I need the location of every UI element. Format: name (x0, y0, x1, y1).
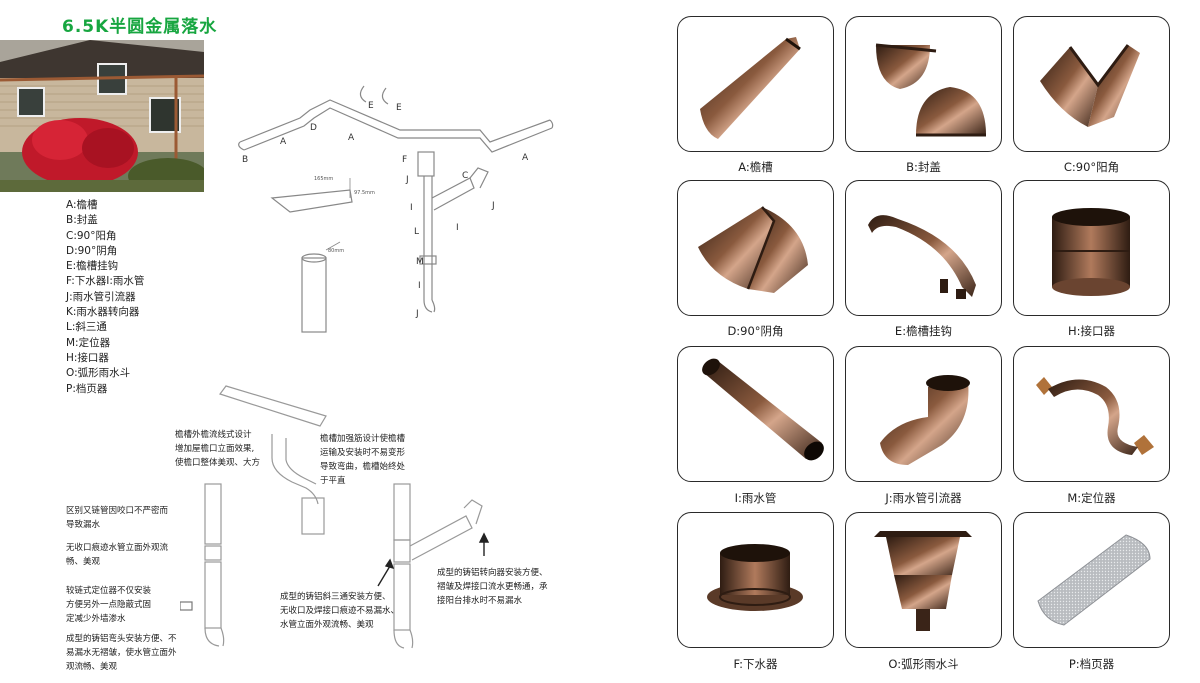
legend-item: K:雨水器转向器 (66, 306, 140, 319)
legend-item: E:檐槽挂钩 (66, 260, 119, 273)
end-cap-icon (875, 43, 986, 137)
diagram-label-a3: A (522, 153, 529, 163)
product-card-gutter-hook[interactable] (845, 180, 1002, 316)
house-photo (0, 40, 204, 192)
product-card-inside-corner[interactable] (677, 180, 834, 316)
product-card-end-cap[interactable] (845, 16, 1002, 152)
product-label: F:下水器 (733, 657, 778, 671)
outlet-icon (707, 544, 803, 611)
product-card-outlet[interactable] (677, 512, 834, 648)
elbow-icon (880, 375, 970, 465)
product-label: M:定位器 (1067, 491, 1116, 505)
legend-item: C:90°阳角 (66, 229, 117, 242)
diagram-label-j3: J (415, 309, 419, 319)
product-label: O:弧形雨水斗 (888, 657, 959, 671)
callout-joint: 无收口痕迹水管立面外观流畅、美观 (66, 543, 169, 567)
product-label: B:封盖 (906, 160, 941, 174)
inside-corner-icon (698, 206, 808, 293)
gutter-icon (700, 37, 801, 139)
diagram-label-j2: J (491, 201, 495, 211)
legend-item: P:档页器 (66, 382, 108, 395)
gutter-hook-icon (868, 215, 976, 299)
callout-tee: 成型的铸铝斜三通安装方便、无收口及焊接口痕迹不易漏水、水管立面外观流畅、美观 (280, 592, 400, 630)
legend-item: D:90°阴角 (66, 244, 118, 257)
product-card-outside-corner[interactable] (1013, 16, 1170, 152)
dimension-pipe: 80mm (328, 248, 344, 254)
legend-item: L:斜三通 (66, 321, 107, 334)
diagram-label-a: A (280, 137, 287, 147)
product-label: J:雨水管引流器 (885, 491, 962, 505)
connector-icon (1052, 208, 1130, 296)
legend-item: J:雨水管引流器 (66, 290, 136, 303)
product-card-connector[interactable] (1013, 180, 1170, 316)
diagram-label-b: B (242, 155, 248, 165)
legend-item: A:檐槽 (66, 199, 98, 211)
product-label: P:档页器 (1068, 657, 1115, 671)
callout-bracket: 较链式定位器不仅安装方便另外一点隐蔽式固定减少外墙渗水 (66, 586, 152, 624)
callout-chain-pipe: 区别又链管因咬口不严密而导致漏水 (66, 506, 169, 530)
callout-reinforced-rib: 檐槽加强筋设计使檐槽运输及安装时不易变形导致弯曲，檐槽始终处于平直 (320, 434, 406, 486)
legend-item: H:接口器 (66, 351, 109, 364)
product-card-elbow[interactable] (845, 346, 1002, 482)
product-label: C:90°阳角 (1063, 160, 1120, 174)
diagram-label-i2: I (456, 223, 459, 233)
callout-elbow: 成型的铸铝弯头安装方便、不易漏水无褶皱，使水管立面外观流畅、美观 (66, 634, 177, 672)
diagram-label-m: M (416, 257, 424, 267)
diagram-label-a2: A (348, 133, 355, 143)
callout-diverter: 成型的铸铝转向器安装方便、褶皱及焊接口流水更畅通，承接阳台排水时不易漏水 (437, 568, 548, 606)
diagram-label-i: I (410, 203, 413, 213)
product-label: E:檐槽挂钩 (894, 324, 953, 338)
callout-gutter-design: 檐槽外檐流线式设计增加屋檐口立面效果,使檐口整体美观、大方 (175, 430, 261, 468)
product-label: A:檐槽 (738, 160, 773, 174)
diagram-label-l: L (414, 227, 419, 237)
legend-item: M:定位器 (66, 336, 111, 349)
legend-item: O:弧形雨水斗 (66, 367, 131, 380)
diagram-label-e2: E (396, 103, 402, 113)
parts-legend: A:檐槽 B:封盖 C:90°阳角 D:90°阴角 E:檐槽挂钩 F:下水器I:… (66, 198, 144, 397)
diagram-label-f: F (402, 155, 407, 165)
product-card-gutter[interactable] (677, 16, 834, 152)
product-label: H:接口器 (1067, 324, 1116, 338)
page-title: 6.5K半圆金属落水 (62, 17, 218, 37)
assembly-diagram: B A D A E E F C A J J I L I M I J 165mm … (238, 85, 554, 333)
rainhead-icon (874, 531, 972, 631)
product-card-rainhead[interactable] (845, 512, 1002, 648)
detail-diagram (180, 385, 490, 649)
dimension-width: 165mm (314, 176, 333, 182)
pipe-clip-icon (1036, 377, 1154, 455)
product-card-downpipe[interactable] (677, 346, 834, 482)
diagram-label-d: D (310, 123, 317, 133)
legend-item: F:下水器I:雨水管 (66, 275, 145, 288)
product-label: D:90°阴角 (727, 324, 784, 338)
outside-corner-icon (1040, 44, 1140, 127)
product-card-leaf-guard[interactable] (1013, 512, 1170, 648)
diagram-label-i3: I (418, 281, 421, 291)
leaf-guard-icon (1037, 534, 1151, 626)
product-card-pipe-clip[interactable] (1013, 346, 1170, 482)
downpipe-icon (702, 358, 824, 461)
diagram-label-c: C (462, 171, 468, 181)
diagram-label-j: J (405, 175, 409, 185)
diagram-label-e: E (368, 101, 374, 111)
legend-item: B:封盖 (66, 214, 98, 227)
product-label: I:雨水管 (734, 491, 777, 505)
dimension-depth: 97.5mm (354, 190, 375, 196)
